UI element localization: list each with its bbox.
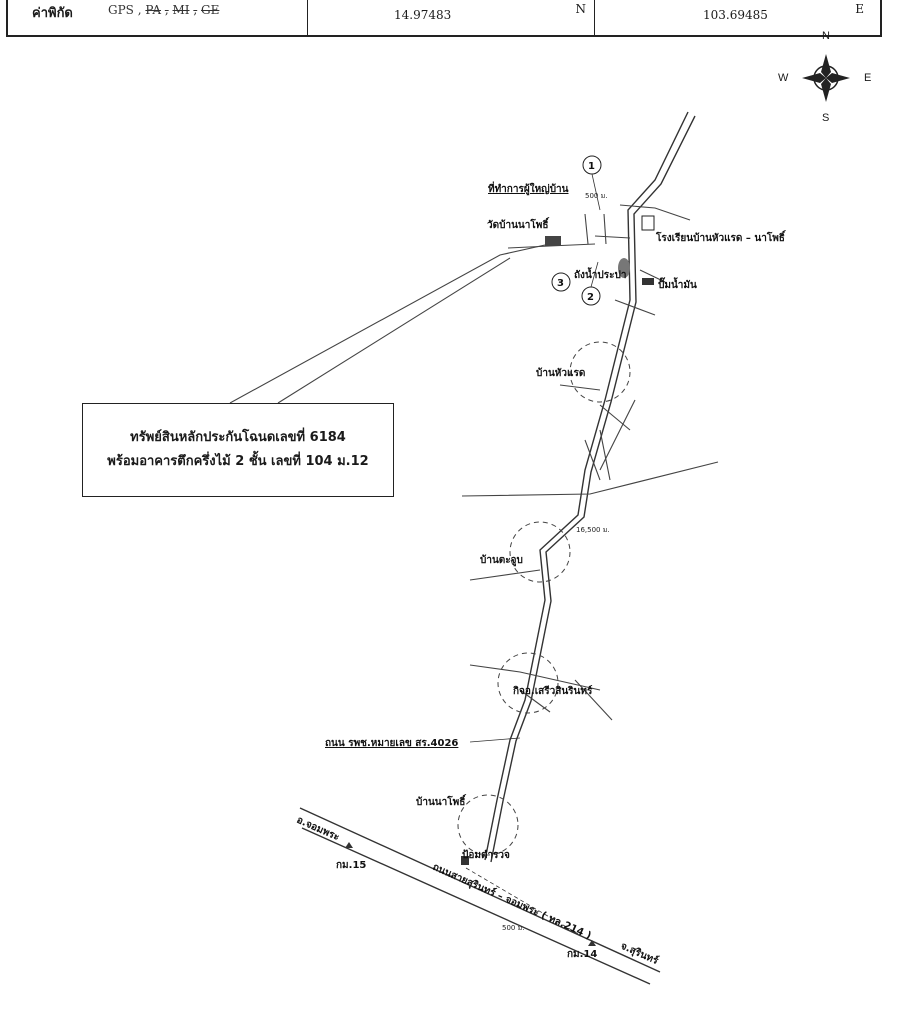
- coordinate-table: ค่าพิกัด GPS , PA , MI , GE 14.97483 N 1…: [6, 0, 882, 37]
- distance-line-bottom: [465, 867, 581, 936]
- km15-symbol: [345, 842, 353, 848]
- callout-line-2: พร้อมอาคารตึกครึ่งไม้ 2 ชั้น เลขที่ 104 …: [107, 454, 369, 469]
- latitude-value: 14.97483: [394, 8, 452, 22]
- property-callout: ทรัพย์สินหลักประกันโฉนดเลขที่ 6184 พร้อม…: [82, 403, 394, 497]
- compass-west: W: [778, 72, 789, 84]
- main-road: [484, 111, 696, 863]
- water-tower-symbol: [618, 258, 630, 278]
- coordinate-methods: GPS , PA , MI , GE: [108, 3, 219, 17]
- longitude-value: 103.69485: [703, 8, 768, 22]
- longitude-cell: 103.69485 E: [595, 0, 880, 35]
- ring-ban-na-pho: [457, 794, 519, 856]
- method-pa: PA: [145, 3, 162, 17]
- marker-1-label: 1: [588, 161, 595, 172]
- method-sep: ,: [164, 3, 169, 17]
- label-distance-500-top: 500 ม.: [585, 192, 607, 200]
- label-water-tower: ถังน้ำประปา: [574, 267, 626, 281]
- label-headman-office: ที่ทำการผู้ใหญ่บ้าน: [488, 181, 569, 196]
- label-ban-tajup: บ้านตะจูบ: [480, 554, 523, 567]
- compass-north: N: [822, 30, 830, 42]
- callout-leader: [229, 244, 546, 404]
- label-distance-500-bottom: 500 ม.: [502, 924, 524, 932]
- compass-rose: N S E W: [774, 30, 878, 126]
- method-mi: MI: [172, 3, 190, 17]
- method-sep: ,: [137, 3, 142, 17]
- marker-3-label: 3: [557, 278, 564, 289]
- label-temple: วัดบ้านนาโพธิ์: [487, 217, 550, 231]
- temple-symbol: [545, 236, 561, 246]
- callout-line-1: ทรัพย์สินหลักประกันโฉนดเลขที่ 6184: [130, 430, 346, 445]
- marker-2-label: 2: [587, 292, 594, 303]
- school-symbol: [641, 215, 655, 231]
- km14-symbol: [588, 940, 596, 946]
- label-gas-station: ปั๊มน้ำมัน: [658, 277, 697, 291]
- compass-south: S: [822, 112, 830, 124]
- label-ban-na-pho: บ้านนาโพธิ์: [416, 794, 467, 808]
- gas-station-symbol: [642, 278, 654, 285]
- method-sep: ,: [193, 3, 198, 17]
- coordinate-label: ค่าพิกัด: [32, 6, 73, 21]
- rural-road-pointer: [469, 737, 521, 743]
- ring-coop: [497, 652, 559, 714]
- marker-1: [582, 155, 602, 211]
- highway: [299, 807, 661, 985]
- label-rural-road: ถนน รพช.หมายเลข สร.4026: [325, 738, 458, 749]
- ring-ban-hua-raet: [569, 341, 631, 403]
- label-coop: กิจอ.เสรีวสินรินทร์: [513, 685, 593, 697]
- label-police-checkpoint: ป้อมตำรวจ: [462, 849, 510, 861]
- label-distance-16500: 16,500 ม.: [576, 526, 610, 534]
- marker-3: [551, 272, 571, 292]
- latitude-cell: 14.97483 N: [308, 0, 595, 35]
- compass-rose-shape: [802, 54, 850, 102]
- longitude-direction: E: [855, 2, 864, 16]
- coordinate-label-cell: ค่าพิกัด GPS , PA , MI , GE: [8, 0, 308, 35]
- ring-ban-tajup: [509, 521, 571, 583]
- label-school: โรงเรียนบ้านหัวแรด – นาโพธิ์: [655, 230, 786, 244]
- side-roads: [461, 204, 719, 721]
- compass-east: E: [864, 72, 872, 84]
- label-ban-hua-raet: บ้านหัวแรด: [536, 367, 585, 379]
- police-symbol: [461, 856, 469, 865]
- label-km14: กม.14: [567, 949, 597, 960]
- label-to-chom-phra: อ.จอมพระ: [295, 815, 341, 844]
- label-km15: กม.15: [336, 860, 366, 871]
- method-ge: GE: [201, 3, 220, 17]
- method-gps: GPS: [108, 3, 134, 17]
- marker-2: [581, 261, 601, 306]
- latitude-direction: N: [575, 2, 587, 16]
